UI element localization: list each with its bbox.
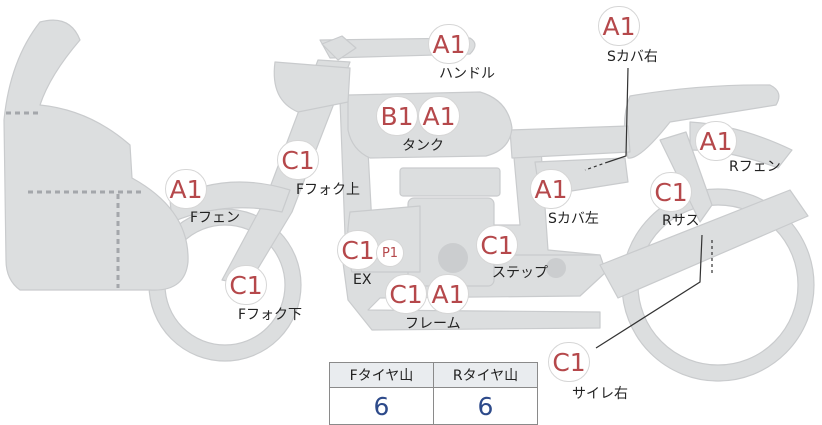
seat-shape [623, 84, 780, 159]
front-fork-lower-label: Fフォク下 [238, 307, 303, 323]
silencer-right-label: サイレ右 [572, 386, 628, 402]
silencer-right-badge[interactable]: C1 [548, 342, 590, 382]
step-label: ステップ [492, 265, 548, 281]
rear-suspension-label: Rサス [662, 213, 700, 229]
frame-label: フレーム [405, 316, 461, 332]
front-fender-badge[interactable]: A1 [165, 169, 207, 209]
step-badge[interactable]: C1 [476, 225, 518, 265]
handle-label: ハンドル [439, 66, 495, 82]
engine-head [399, 167, 501, 197]
side-cover-right-badge[interactable]: A1 [598, 6, 640, 46]
rear-fender-badge[interactable]: A1 [695, 121, 737, 161]
headlight-shape [273, 61, 351, 113]
front-fork-upper-badge[interactable]: C1 [277, 140, 319, 180]
handle-badge[interactable]: A1 [428, 24, 470, 64]
rear-suspension-badge[interactable]: C1 [650, 172, 692, 212]
side-cover-left-badge[interactable]: A1 [530, 169, 572, 209]
front-tyre-header: Fタイヤ山 [329, 362, 434, 388]
tank-badge-a[interactable]: A1 [418, 96, 460, 136]
exhaust-label: EX [353, 272, 372, 288]
tank-badge-b[interactable]: B1 [376, 96, 418, 136]
frame-badge-a[interactable]: A1 [427, 274, 469, 314]
front-fender-label: Fフェン [190, 210, 241, 226]
silencer-shape [599, 189, 809, 299]
tank-label: タンク [402, 138, 444, 154]
side-cover-right-label: Sカバ右 [607, 49, 658, 65]
front-tyre-value[interactable]: 6 [329, 387, 434, 425]
frame-badge-c[interactable]: C1 [385, 274, 427, 314]
exhaust-badge[interactable]: C1 [337, 230, 379, 270]
rear-tyre-value[interactable]: 6 [433, 387, 538, 425]
side-cover-left-label: Sカバ左 [548, 211, 599, 227]
tyre-tread-table: Fタイヤ山 Rタイヤ山 6 6 [329, 362, 538, 425]
rear-fender-label: Rフェン [729, 159, 781, 175]
rear-tyre-header: Rタイヤ山 [433, 362, 538, 388]
front-cowl-shape [3, 19, 189, 291]
exhaust-p-badge[interactable]: P1 [376, 239, 404, 267]
front-fork-upper-label: Fフォク上 [296, 182, 361, 198]
front-fork-lower-badge[interactable]: C1 [225, 265, 267, 305]
